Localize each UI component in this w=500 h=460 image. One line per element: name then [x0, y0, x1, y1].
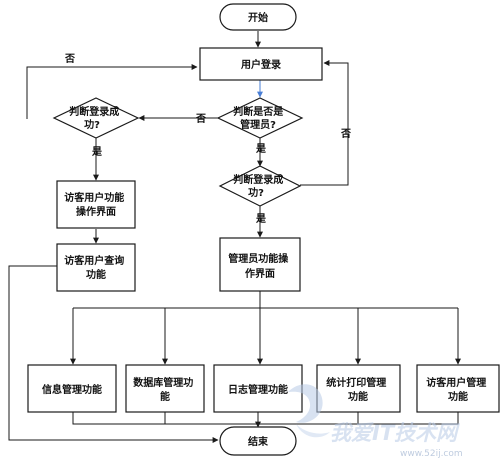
check-admin-label: 判断是否是 管理员?: [233, 105, 286, 131]
edge-query-end: [8, 265, 219, 443]
admin-ui-line-2: 作界面: [245, 267, 275, 280]
stat-print-label: 统计打印管理 功能: [326, 376, 389, 403]
guest-query-label: 访客用户查询 功能: [64, 254, 127, 281]
admin-ui-label: 管理员功能操 作界面: [228, 252, 291, 280]
check-login-mid-line-2: 功?: [248, 186, 264, 199]
guest-query-line-1: 访客用户查询: [64, 254, 124, 267]
check-admin-diamond: [216, 97, 304, 139]
log-mgmt-label: 日志管理功能: [228, 383, 288, 396]
node-labels: 开始 用户登录 判断登录成 功? 判断是否是 管理员? 判断登录成 功? 访客用…: [42, 11, 489, 448]
guest-query-line-2: 功能: [86, 268, 106, 281]
check-login-left-line-2: 功?: [84, 118, 100, 131]
watermark-site: www.52ij.com: [400, 449, 463, 459]
check-admin-line-1: 判断是否是: [233, 105, 283, 118]
edge-labels: 否 是 否 是 否 是: [64, 53, 351, 225]
db-mgmt-box: [125, 364, 205, 413]
start-terminal: [219, 3, 297, 31]
db-mgmt-label: 数据库管理功 能: [133, 376, 196, 403]
watermark-wing-icon: [296, 424, 330, 438]
start-label: 开始: [248, 11, 268, 24]
edge-label-no-left: 否: [64, 53, 75, 65]
check-login-left-diamond: [52, 97, 140, 139]
check-login-mid-label: 判断登录成 功?: [233, 173, 286, 199]
edge-loop-left-no: [26, 64, 198, 119]
admin-ui-box: [219, 237, 301, 292]
stat-print-line-1: 统计打印管理: [326, 376, 386, 389]
edge-label-yes-left: 是: [91, 146, 102, 158]
connectors: [8, 31, 461, 443]
edge-label-yes-mid: 是: [255, 213, 266, 225]
edge-label-yes-admin: 是: [255, 143, 266, 155]
admin-ui-line-1: 管理员功能操: [228, 252, 288, 265]
edge-label-no-admin: 否: [195, 113, 206, 125]
db-mgmt-line-1: 数据库管理功: [133, 376, 193, 389]
check-login-left-label: 判断登录成 功?: [69, 105, 122, 131]
guest-ui-line-1: 访客用户功能: [64, 191, 124, 204]
watermark-logo-icon: [288, 384, 323, 423]
guest-mgmt-line-1: 访客用户管理: [426, 376, 486, 389]
guest-ui-label: 访客用户功能 操作界面: [64, 191, 127, 218]
info-mgmt-label: 信息管理功能: [42, 383, 102, 396]
guest-ui-box: [56, 180, 136, 229]
edge-loop-right-no: [300, 60, 349, 186]
watermark-brand: 我爱IT技术网: [330, 421, 460, 445]
edge-guestmgmt-end: [358, 412, 459, 425]
check-admin-line-2: 管理员?: [240, 118, 276, 131]
edge-info-end: [72, 412, 258, 425]
db-mgmt-line-2: 能: [160, 390, 170, 403]
check-login-left-line-1: 判断登录成: [69, 105, 119, 118]
stat-print-line-2: 功能: [348, 390, 368, 403]
guest-query-box: [56, 243, 136, 292]
end-terminal: [219, 426, 297, 456]
log-mgmt-box: [213, 364, 303, 413]
login-box: [199, 47, 323, 81]
stat-print-box: [316, 364, 401, 413]
guest-ui-line-2: 操作界面: [76, 205, 116, 218]
edge-label-no-right: 否: [340, 128, 351, 140]
info-mgmt-box: [27, 364, 117, 413]
login-label: 用户登录: [240, 58, 281, 71]
guest-mgmt-line-2: 功能: [448, 390, 468, 403]
guest-mgmt-label: 访客用户管理 功能: [426, 376, 489, 403]
guest-mgmt-box: [416, 364, 500, 413]
nodes: [27, 3, 500, 456]
end-label: 结束: [248, 435, 269, 448]
check-login-mid-line-1: 判断登录成: [233, 173, 283, 186]
check-login-mid-diamond: [218, 165, 302, 207]
watermark: 我爱IT技术网 www.52ij.com: [288, 384, 463, 459]
